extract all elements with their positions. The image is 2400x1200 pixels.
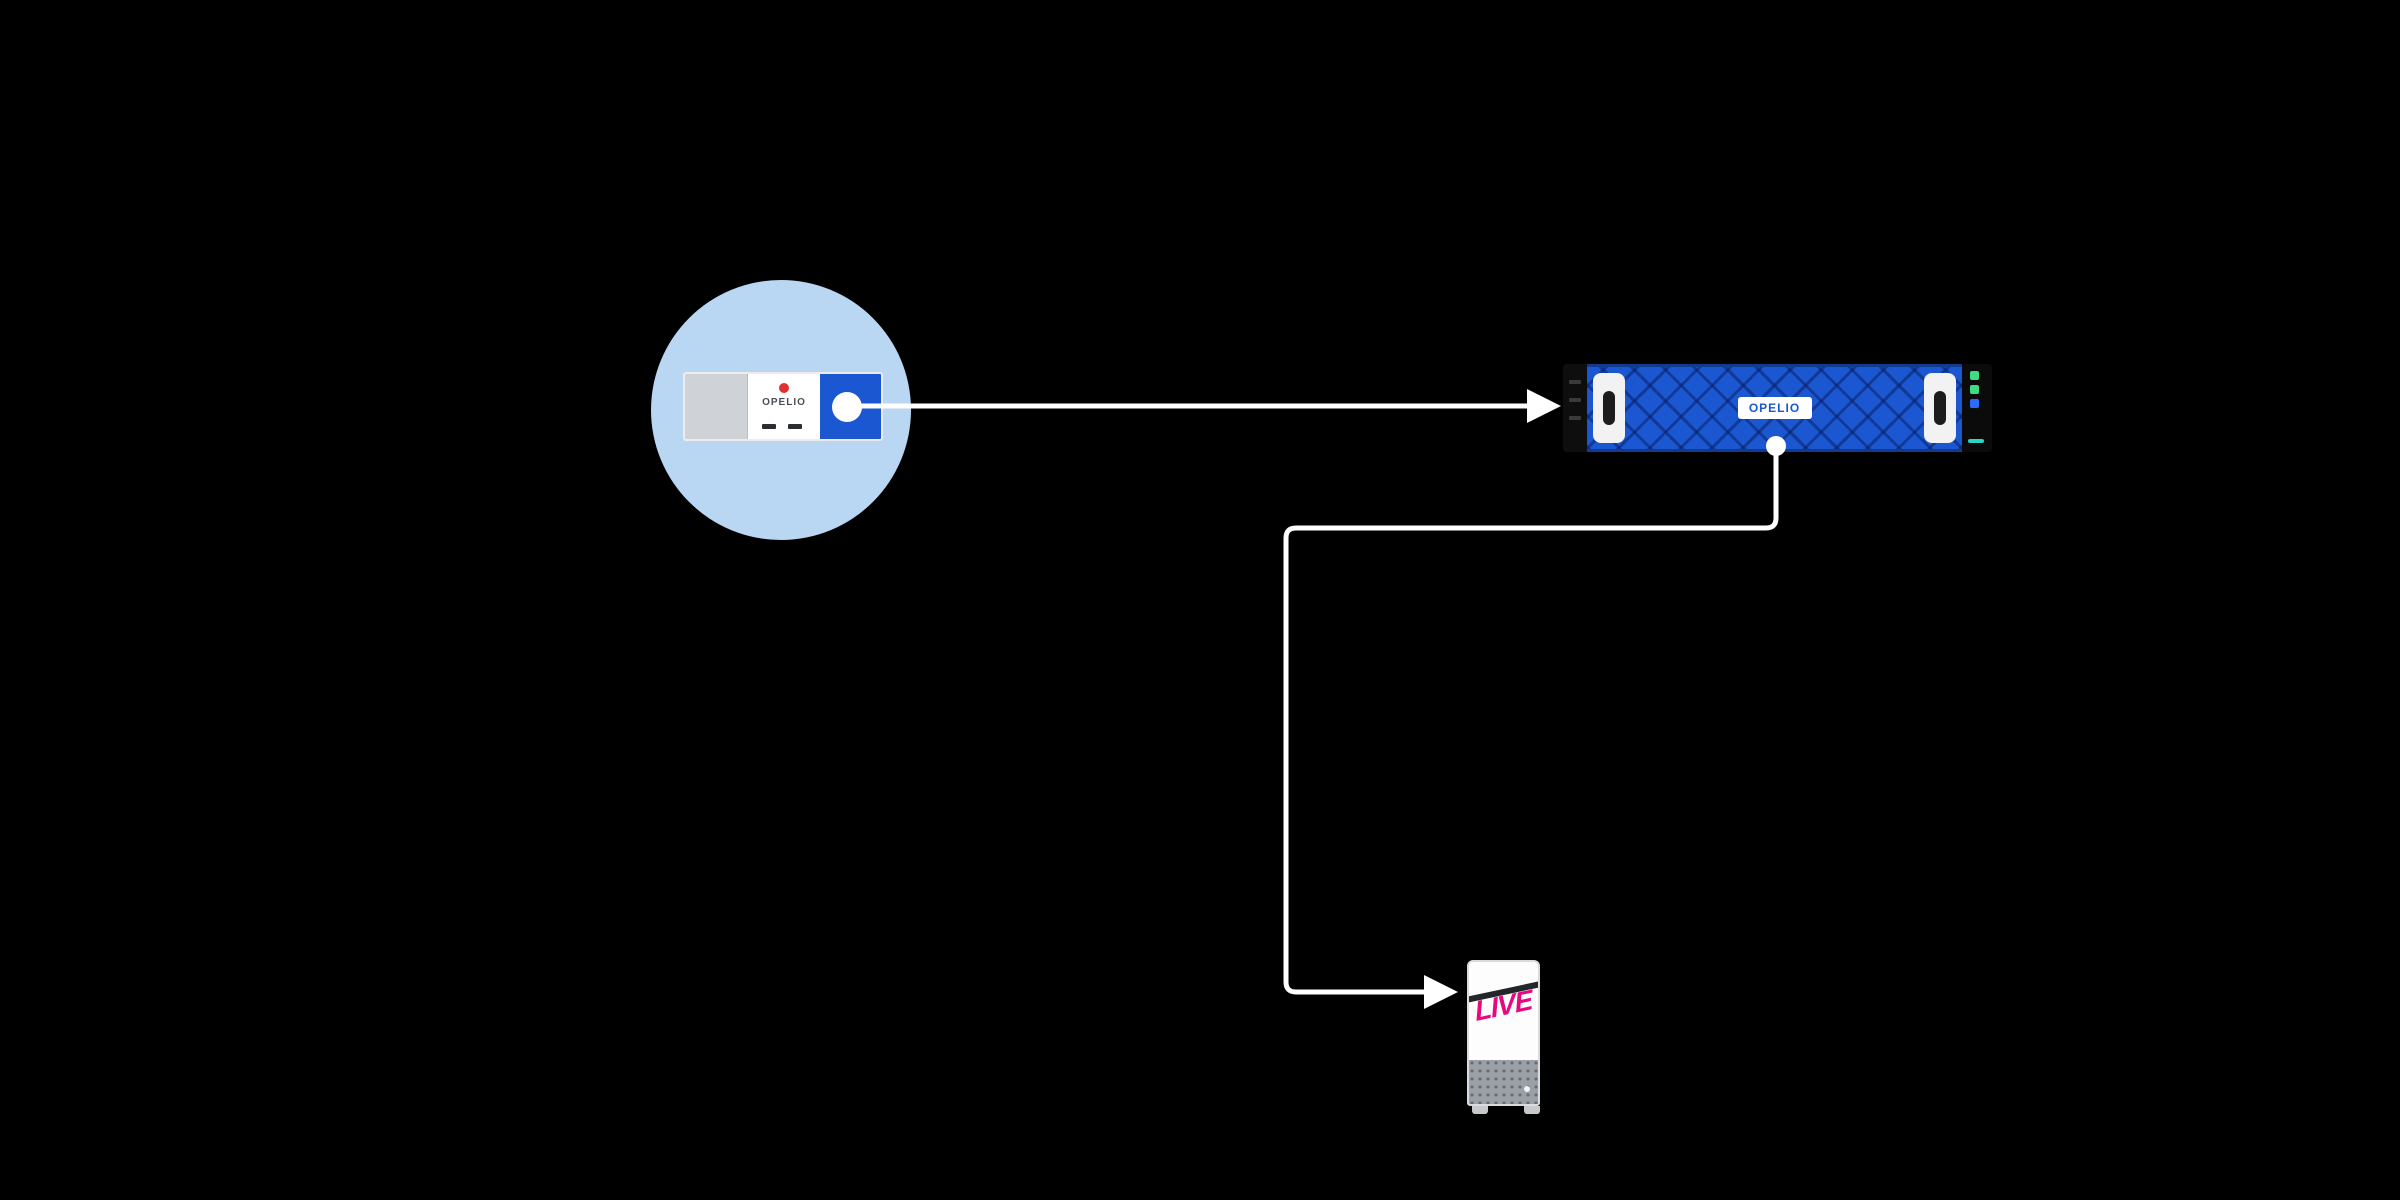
led-blue-icon bbox=[1970, 399, 1979, 408]
live-indicator-dot-icon bbox=[1524, 1086, 1530, 1092]
live-brand-label: LIVE bbox=[1473, 983, 1534, 1028]
server-brand-label: OPELIO bbox=[1737, 397, 1812, 419]
encoder-vent-slot bbox=[788, 424, 802, 429]
server-ear-mark bbox=[1569, 398, 1581, 402]
server-handle-right bbox=[1924, 373, 1956, 443]
encoder-device: OPELIO bbox=[683, 372, 883, 441]
encoder-vent-slot bbox=[762, 424, 776, 429]
server-handle-slot bbox=[1934, 391, 1946, 425]
live-device-foot bbox=[1524, 1106, 1540, 1114]
encoder-chassis-panel bbox=[685, 374, 748, 439]
server-ear-mark bbox=[1569, 380, 1581, 384]
server-rack-ear bbox=[1563, 364, 1587, 452]
server-appliance: OPELIO bbox=[1563, 364, 1992, 452]
server-to-live-connector bbox=[1283, 446, 1779, 995]
live-grille bbox=[1469, 1060, 1538, 1104]
encoder-brand-label: OPELIO bbox=[762, 397, 806, 408]
server-ear-mark bbox=[1569, 416, 1581, 420]
led-teal-bar-icon bbox=[1968, 439, 1984, 443]
led-green-icon bbox=[1970, 371, 1979, 380]
server-led-panel bbox=[1962, 364, 1992, 452]
server-handle-left bbox=[1593, 373, 1625, 443]
encoder-logo-icon bbox=[779, 383, 789, 393]
live-device: LIVE bbox=[1467, 960, 1540, 1106]
led-green-icon bbox=[1970, 385, 1979, 394]
encoder-accent-panel bbox=[820, 374, 881, 439]
live-device-foot bbox=[1472, 1106, 1488, 1114]
encoder-front-panel: OPELIO bbox=[748, 374, 820, 439]
encoder-to-server-arrowhead-icon bbox=[1527, 389, 1561, 423]
server-handle-slot bbox=[1603, 391, 1615, 425]
encoder-output-port-icon bbox=[832, 391, 862, 422]
server-to-live-arrowhead-icon bbox=[1424, 975, 1458, 1009]
server-faceplate: OPELIO bbox=[1587, 364, 1962, 452]
